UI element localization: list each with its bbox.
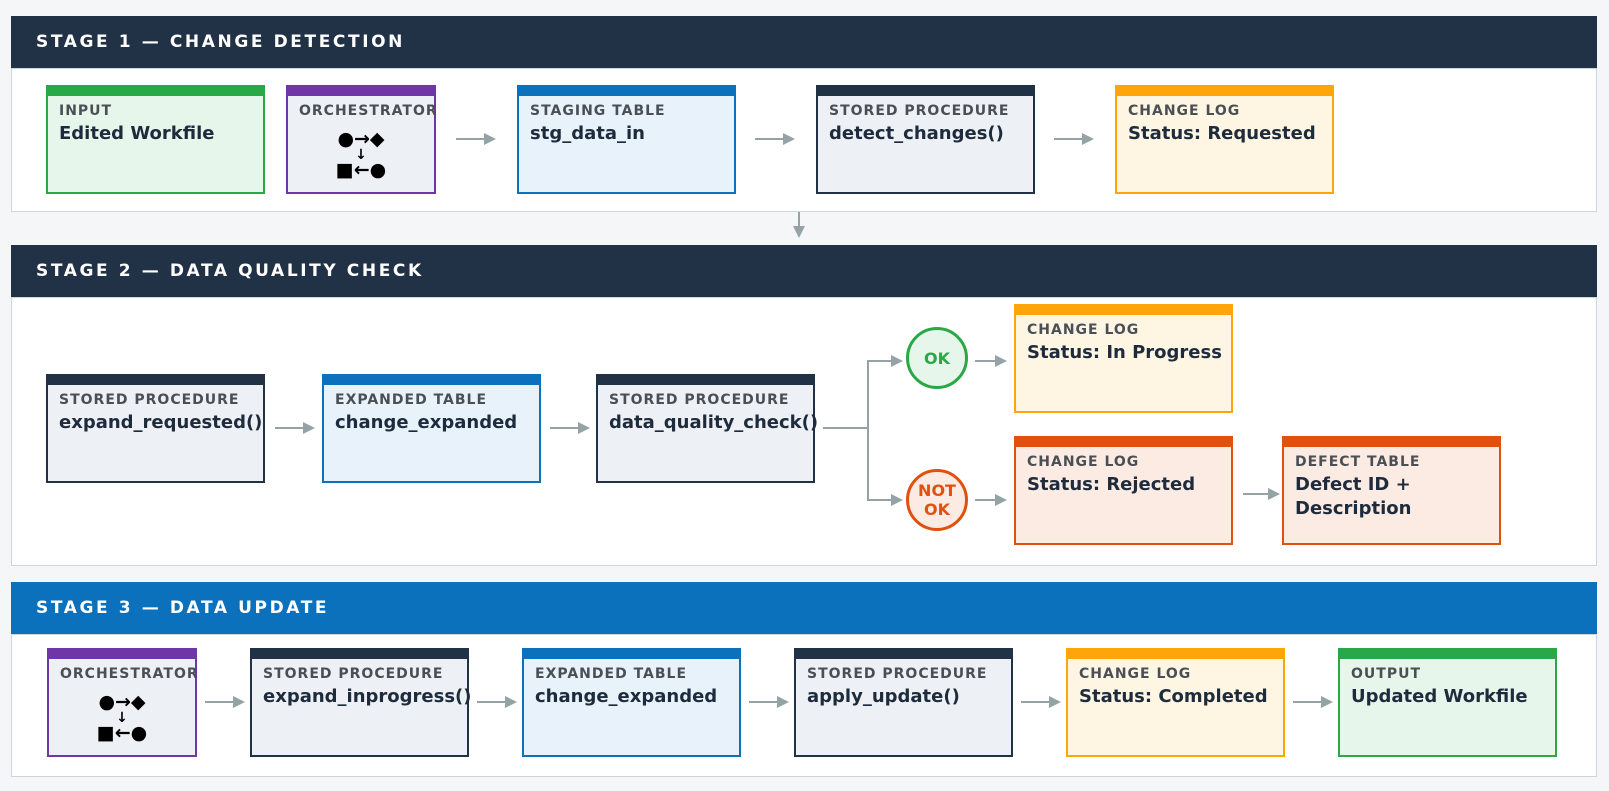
card-label: INPUT	[59, 103, 113, 119]
card-value: Status: Rejected	[1027, 474, 1196, 495]
change-log-completed-card: CHANGE LOG Status: Completed	[1066, 648, 1285, 757]
stage-1: STAGE 1 — CHANGE DETECTION INPUT Edited …	[11, 16, 1597, 212]
arrow-right-icon	[275, 422, 315, 434]
card-value: apply_update()	[807, 686, 960, 707]
stage-1-header: STAGE 1 — CHANGE DETECTION	[11, 16, 1597, 68]
card-value: expand_requested()	[59, 412, 263, 433]
card-label: ORCHESTRATOR	[60, 666, 199, 682]
expanded-table-card: EXPANDED TABLE change_expanded	[322, 374, 541, 483]
stage-1-body: INPUT Edited Workfile ORCHESTRATOR ●→◆ ↓…	[11, 68, 1597, 212]
card-value: detect_changes()	[829, 123, 1004, 144]
card-label: CHANGE LOG	[1079, 666, 1192, 682]
card-label: STORED PROCEDURE	[807, 666, 988, 682]
output-card: OUTPUT Updated Workfile	[1338, 648, 1557, 757]
card-value: change_expanded	[335, 412, 518, 433]
defect-table-card: DEFECT TABLE Defect ID + Description	[1282, 436, 1501, 545]
stage-2: STAGE 2 — DATA QUALITY CHECK STORED PROC…	[11, 245, 1597, 566]
arrow-right-icon	[477, 696, 517, 708]
card-label: STORED PROCEDURE	[263, 666, 444, 682]
stage-2-header: STAGE 2 — DATA QUALITY CHECK	[11, 245, 1597, 297]
arrow-right-icon	[749, 696, 789, 708]
card-value: Status: Completed	[1079, 686, 1268, 707]
card-label: STAGING TABLE	[530, 103, 666, 119]
card-label: STORED PROCEDURE	[609, 392, 790, 408]
arrow-right-icon	[205, 696, 245, 708]
stage-3: STAGE 3 — DATA UPDATE ORCHESTRATOR ●→◆ ↓…	[11, 582, 1597, 777]
card-label: OUTPUT	[1351, 666, 1421, 682]
input-card: INPUT Edited Workfile	[46, 85, 265, 194]
arrow-right-icon	[975, 494, 1007, 506]
orchestrator-flow-icon: ●→◆ ↓ ■←●	[335, 128, 387, 181]
card-value: Defect ID + Description	[1295, 474, 1412, 519]
branch-line	[823, 427, 867, 429]
arrow-right-icon	[1054, 133, 1094, 145]
arrow-right-icon	[1021, 696, 1061, 708]
card-value: data_quality_check()	[609, 412, 819, 433]
orchestrator-card: ORCHESTRATOR ●→◆ ↓ ■←●	[47, 648, 199, 757]
staging-table-card: STAGING TABLE stg_data_in	[517, 85, 736, 194]
card-value: Status: Requested	[1128, 123, 1316, 144]
change-log-rejected-card: CHANGE LOG Status: Rejected	[1014, 436, 1233, 545]
card-label: CHANGE LOG	[1128, 103, 1241, 119]
arrow-right-icon	[867, 355, 903, 367]
stored-procedure-card: STORED PROCEDURE expand_inprogress()	[250, 648, 472, 757]
card-label: CHANGE LOG	[1027, 322, 1140, 338]
arrow-right-icon	[867, 494, 903, 506]
card-label: CHANGE LOG	[1027, 454, 1140, 470]
change-log-card: CHANGE LOG Status: Requested	[1115, 85, 1334, 194]
card-label: DEFECT TABLE	[1295, 454, 1421, 470]
card-label: STORED PROCEDURE	[59, 392, 240, 408]
arrow-right-icon	[975, 355, 1007, 367]
arrow-right-icon	[1293, 696, 1333, 708]
ok-decision: OK	[906, 327, 968, 389]
not-ok-decision: NOT OK	[906, 469, 968, 531]
card-label: EXPANDED TABLE	[535, 666, 688, 682]
card-value: Updated Workfile	[1351, 686, 1528, 707]
arrow-right-icon	[755, 133, 795, 145]
stage-3-header: STAGE 3 — DATA UPDATE	[11, 582, 1597, 634]
arrow-down-icon	[793, 226, 805, 238]
arrow-right-icon	[550, 422, 590, 434]
card-label: EXPANDED TABLE	[335, 392, 488, 408]
stage-2-body: STORED PROCEDURE expand_requested() EXPA…	[11, 297, 1597, 566]
change-log-in-progress-card: CHANGE LOG Status: In Progress	[1014, 304, 1233, 413]
arrow-right-icon	[456, 133, 496, 145]
orchestrator-flow-icon: ●→◆ ↓ ■←●	[96, 691, 148, 744]
card-label: ORCHESTRATOR	[299, 103, 438, 119]
branch-line	[867, 361, 869, 500]
stored-procedure-card: STORED PROCEDURE expand_requested()	[46, 374, 265, 483]
stage-3-body: ORCHESTRATOR ●→◆ ↓ ■←● STORED PROCEDURE …	[11, 634, 1597, 777]
orchestrator-card: ORCHESTRATOR ●→◆ ↓ ■←●	[286, 85, 438, 194]
stored-procedure-card: STORED PROCEDURE data_quality_check()	[596, 374, 819, 483]
expanded-table-card: EXPANDED TABLE change_expanded	[522, 648, 741, 757]
card-value: stg_data_in	[530, 123, 645, 144]
stored-procedure-card: STORED PROCEDURE detect_changes()	[816, 85, 1035, 194]
arrow-right-icon	[1243, 488, 1280, 500]
card-value: change_expanded	[535, 686, 718, 707]
stored-procedure-card: STORED PROCEDURE apply_update()	[794, 648, 1013, 757]
card-value: expand_inprogress()	[263, 686, 472, 707]
card-value: Edited Workfile	[59, 123, 215, 144]
card-label: STORED PROCEDURE	[829, 103, 1010, 119]
stage-connector-line	[798, 212, 800, 228]
card-value: Status: In Progress	[1027, 342, 1222, 363]
